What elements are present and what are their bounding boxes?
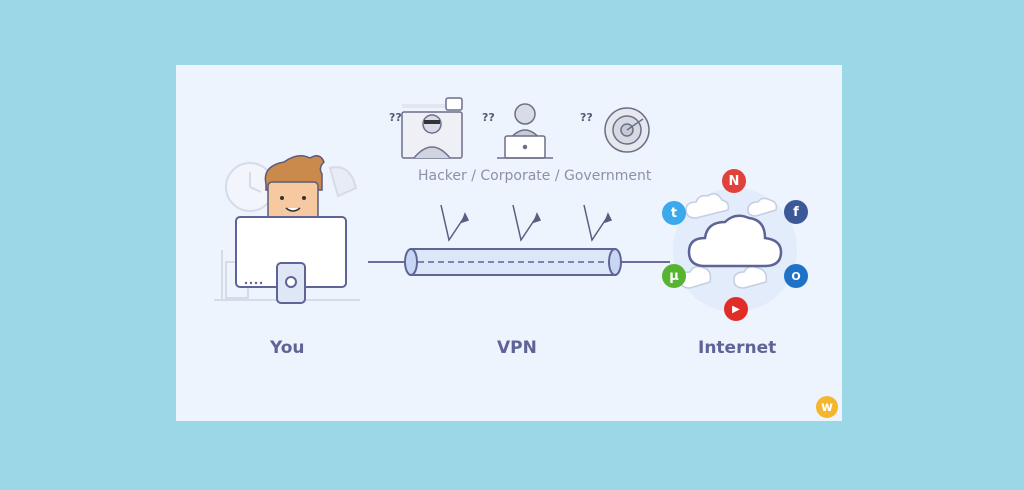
label-vpn: VPN xyxy=(497,338,537,358)
unknown-marker-government: ?? xyxy=(580,111,593,124)
deflected-arrow-icon xyxy=(440,204,466,242)
brand-logo-icon: w xyxy=(816,396,838,418)
label-internet: Internet xyxy=(698,338,777,358)
unknown-marker-hacker: ?? xyxy=(389,111,402,124)
label-you: You xyxy=(270,338,305,358)
user-face-icon xyxy=(267,181,319,221)
utorrent-icon: µ xyxy=(662,264,686,288)
hacker-illustration xyxy=(401,97,463,159)
deflected-arrow-icon xyxy=(583,204,609,242)
unknown-marker-corporate: ?? xyxy=(482,111,495,124)
facebook-icon: f xyxy=(784,200,808,224)
government-illustration xyxy=(604,107,650,153)
netflix-icon: N xyxy=(722,169,746,193)
deflected-arrows xyxy=(440,204,613,242)
small-cloud-icon xyxy=(747,197,778,217)
threats-caption: Hacker / Corporate / Government xyxy=(418,168,652,184)
small-cloud-icon xyxy=(733,265,768,289)
corporate-illustration xyxy=(497,103,553,159)
deflected-arrow-icon xyxy=(512,204,538,242)
main-cloud-icon xyxy=(687,214,783,268)
user-illustration xyxy=(235,155,347,304)
twitter-icon: t xyxy=(662,201,686,225)
youtube-icon: ▶ xyxy=(724,297,748,321)
vpn-tunnel xyxy=(404,248,622,276)
internet-cloud xyxy=(673,188,797,312)
outlook-icon: O xyxy=(784,264,808,288)
small-cloud-icon xyxy=(685,193,730,219)
